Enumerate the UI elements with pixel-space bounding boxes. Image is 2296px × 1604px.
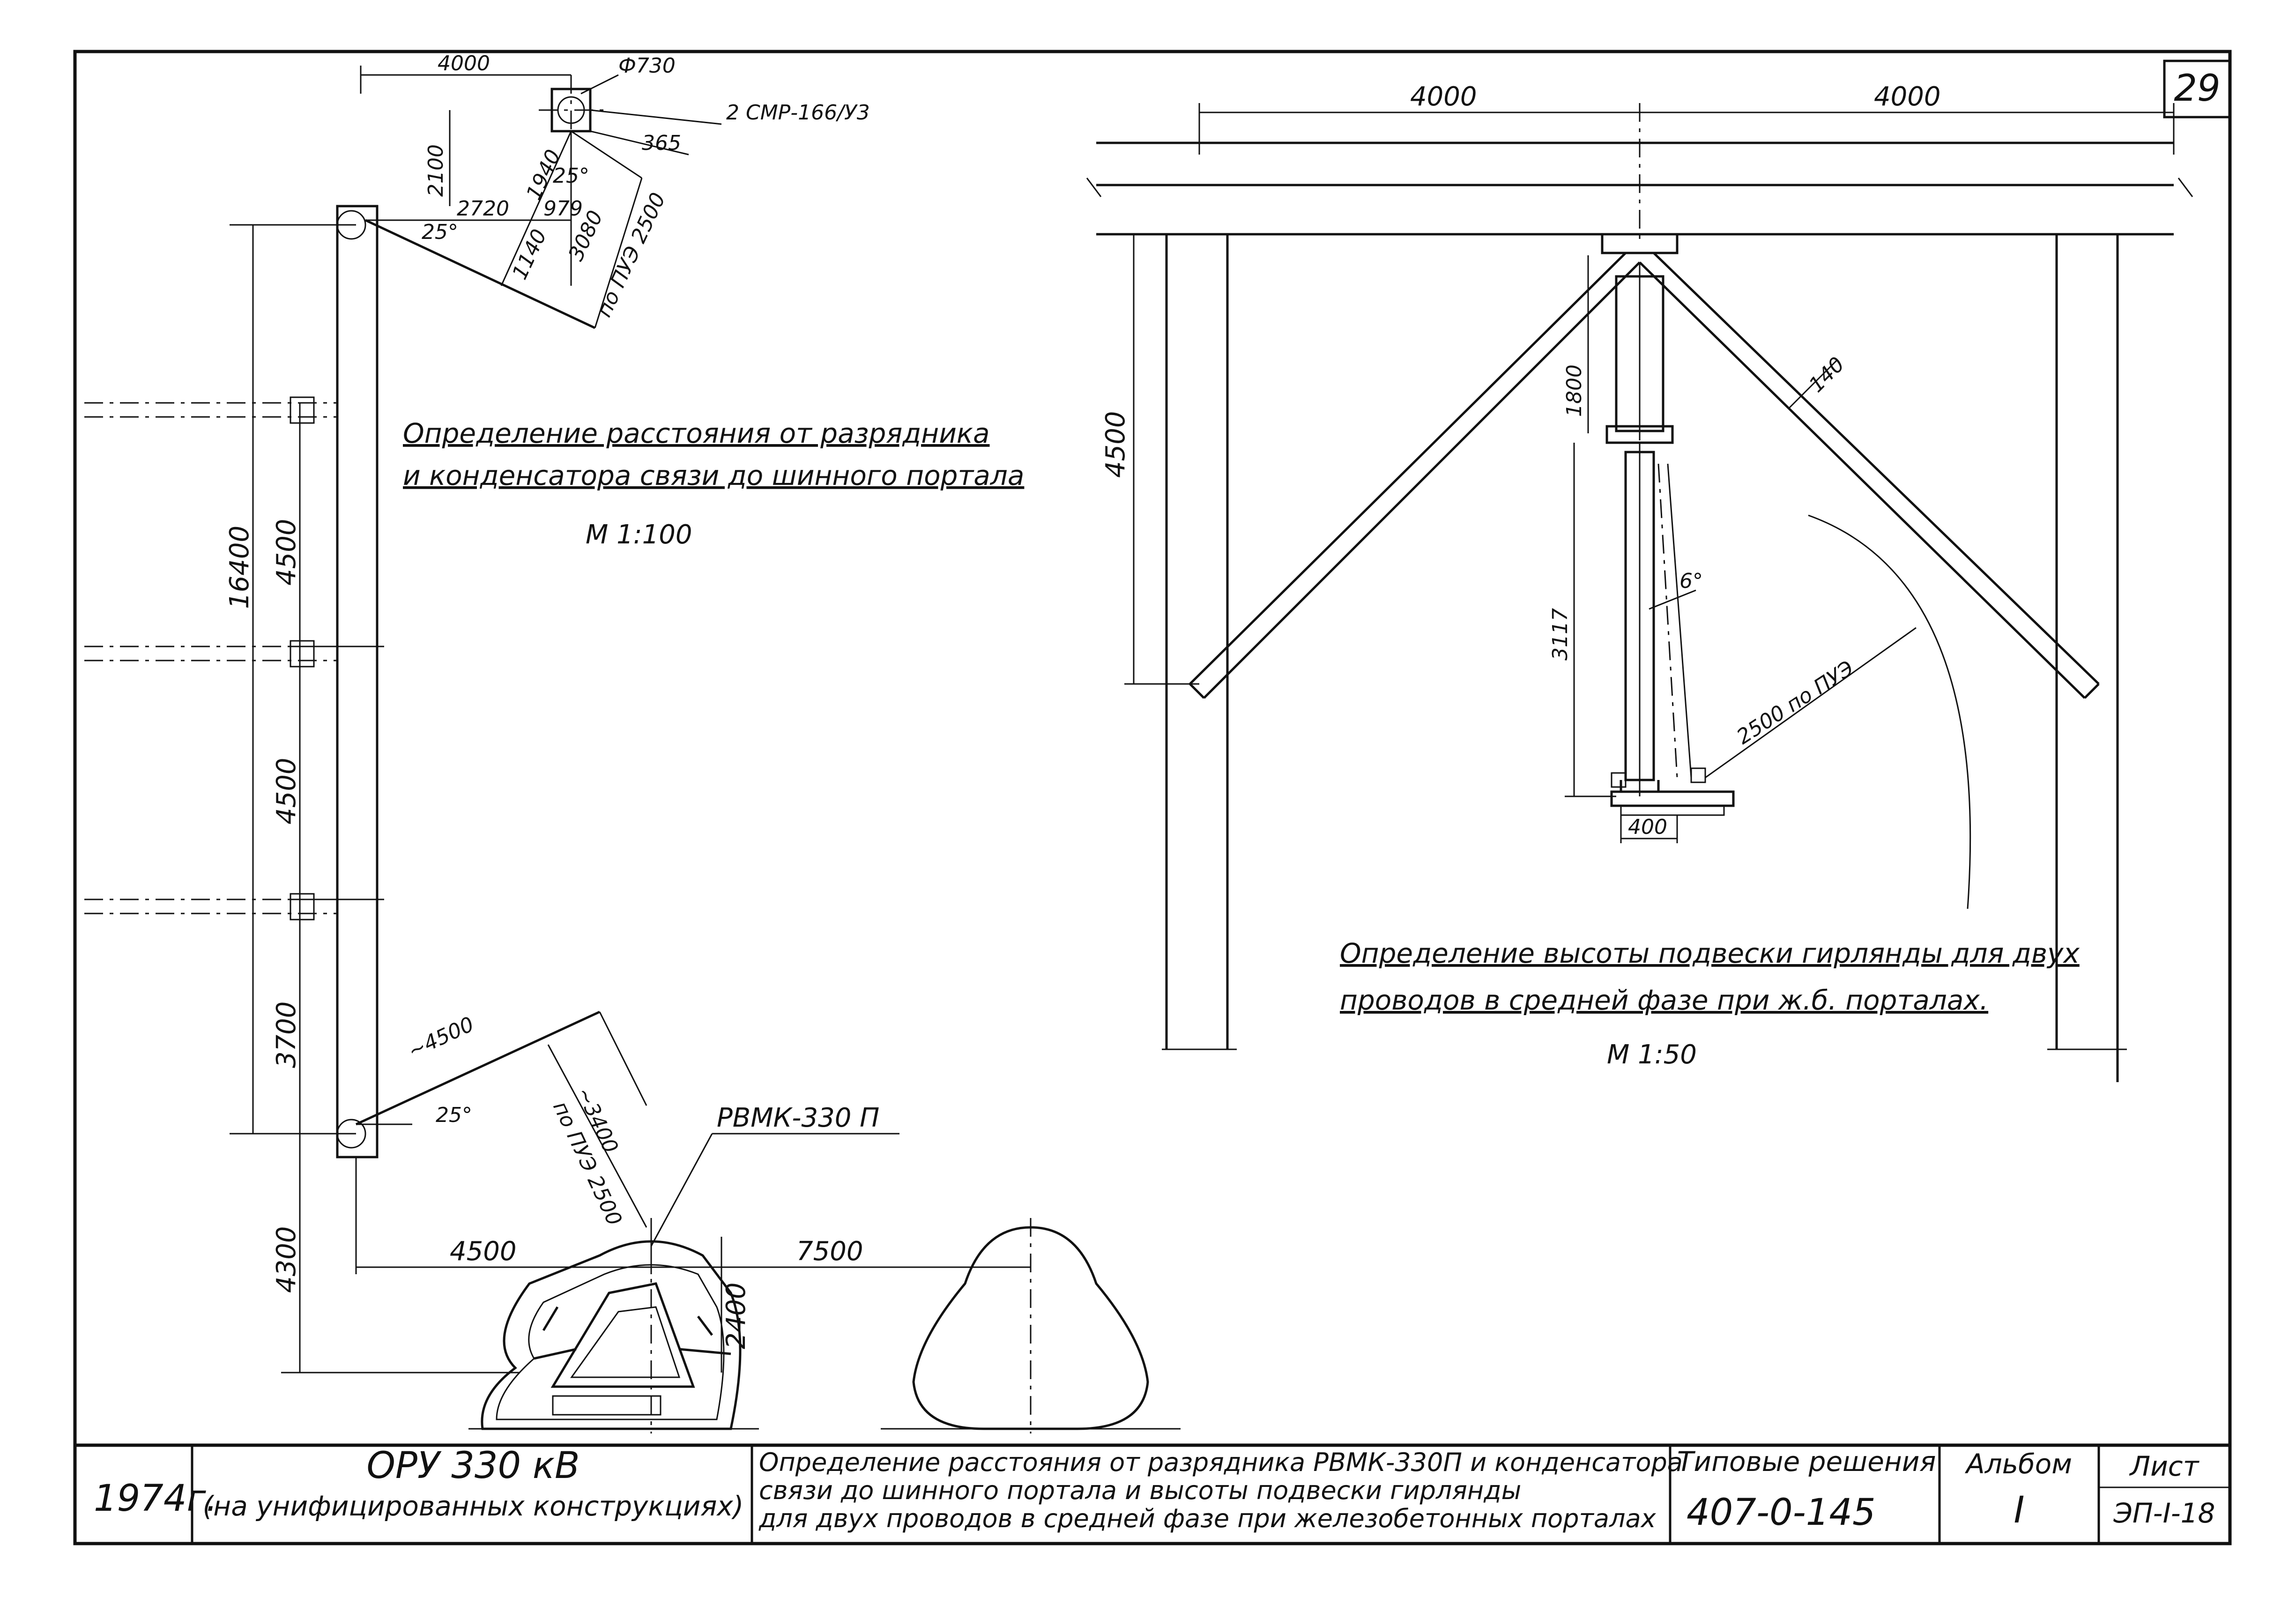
dim-4500-a: 4500 xyxy=(271,519,302,586)
tb-project-line2: (на унифицированных конструкциях) xyxy=(203,1490,744,1522)
label-rvmk: РВМК-330 П xyxy=(717,1103,879,1133)
left-drawing: 4000 Ф730 2 СМР-166/У3 365 2100 2720 979… xyxy=(84,52,1181,1433)
dim-2720: 2720 xyxy=(457,197,509,221)
insulator-string xyxy=(1610,443,1735,816)
clearance-arc xyxy=(1808,514,1971,909)
dim-4000-top: 4000 xyxy=(438,52,490,75)
dim-25-bottom: 25° xyxy=(436,1103,472,1127)
dim-400: 400 xyxy=(1628,815,1667,839)
wire-stubs xyxy=(84,396,337,921)
clearance-line-bottom xyxy=(355,1010,601,1126)
tb-typical-number: 407-0-145 xyxy=(1687,1492,1876,1534)
caption-left-scale: М 1:100 xyxy=(586,520,692,550)
label-cmr: 2 СМР-166/У3 xyxy=(726,101,870,125)
tb-desc-line2: связи до шинного портала и высоты подвес… xyxy=(759,1476,1521,1505)
tb-desc-line1: Определение расстояния от разрядника РВМ… xyxy=(759,1448,1683,1477)
dim-16400: 16400 xyxy=(224,526,255,609)
dim-1140: 1140 xyxy=(508,226,552,283)
tb-album-label: Альбом xyxy=(1964,1448,2072,1480)
right-drawing: 4000 4000 4500 140 xyxy=(1086,82,2193,1082)
dim-25-angle: 25° xyxy=(422,220,458,244)
clearance-line-top xyxy=(364,219,596,329)
caption-left-line2: и конденсатора связи до шинного портала xyxy=(403,460,1024,491)
tb-project-line1: ОРУ 330 кВ xyxy=(366,1445,580,1487)
dim-2500-pue: 2500 по ПУЭ xyxy=(1732,656,1858,750)
dim-4500-b: 4500 xyxy=(271,757,302,824)
tb-sheet-value: ЭП-I-18 xyxy=(2113,1497,2215,1529)
v-brace-left xyxy=(1189,252,1627,685)
support-column xyxy=(336,205,379,1158)
tb-year: 1974г. xyxy=(94,1478,217,1520)
dim-right-4500: 4500 xyxy=(1100,411,1131,478)
sheet-number-box xyxy=(2163,59,2231,119)
dim-979: 979 xyxy=(543,197,583,221)
tb-album-value: I xyxy=(2014,1489,2024,1531)
caption-left-line1: Определение расстояния от разрядника xyxy=(403,417,990,449)
dim-2100: 2100 xyxy=(424,144,448,197)
v-brace-right xyxy=(1653,252,2100,685)
dim-3117: 3117 xyxy=(1548,608,1572,661)
clearance-radius xyxy=(1705,627,1917,779)
dim-140: 140 xyxy=(1805,352,1849,397)
title-block: 1974г. ОРУ 330 кВ (на унифицированных ко… xyxy=(75,1443,2230,1544)
caption-right-line1: Определение высоты подвески гирлянды для… xyxy=(1340,937,2080,969)
dim-4500-diag: ~4500 xyxy=(404,1012,477,1063)
tb-sheet-label: Лист xyxy=(2129,1450,2200,1482)
tb-typical-label: Типовые решения xyxy=(1677,1446,1936,1478)
caption-right-line2: проводов в средней фазе при ж.б. портала… xyxy=(1340,984,1988,1016)
tb-desc-line3: для двух проводов в средней фазе при жел… xyxy=(758,1504,1657,1533)
dim-d730: Ф730 xyxy=(618,54,676,78)
dim-right-4000-b: 4000 xyxy=(1874,82,1941,112)
dim-3700: 3700 xyxy=(271,1001,302,1068)
dim-4300: 4300 xyxy=(271,1226,302,1293)
arrester-base xyxy=(481,1218,742,1433)
sheet-number: 29 xyxy=(2174,67,2220,110)
dim-4500-horizontal: 4500 xyxy=(450,1236,517,1267)
dim-7500-horizontal: 7500 xyxy=(796,1236,863,1267)
dim-right-4000-a: 4000 xyxy=(1410,82,1477,112)
outer-frame xyxy=(73,50,2232,1545)
caption-right-scale: М 1:50 xyxy=(1607,1040,1697,1070)
dim-6deg: 6° xyxy=(1679,569,1703,593)
dim-1800: 1800 xyxy=(1562,364,1586,417)
